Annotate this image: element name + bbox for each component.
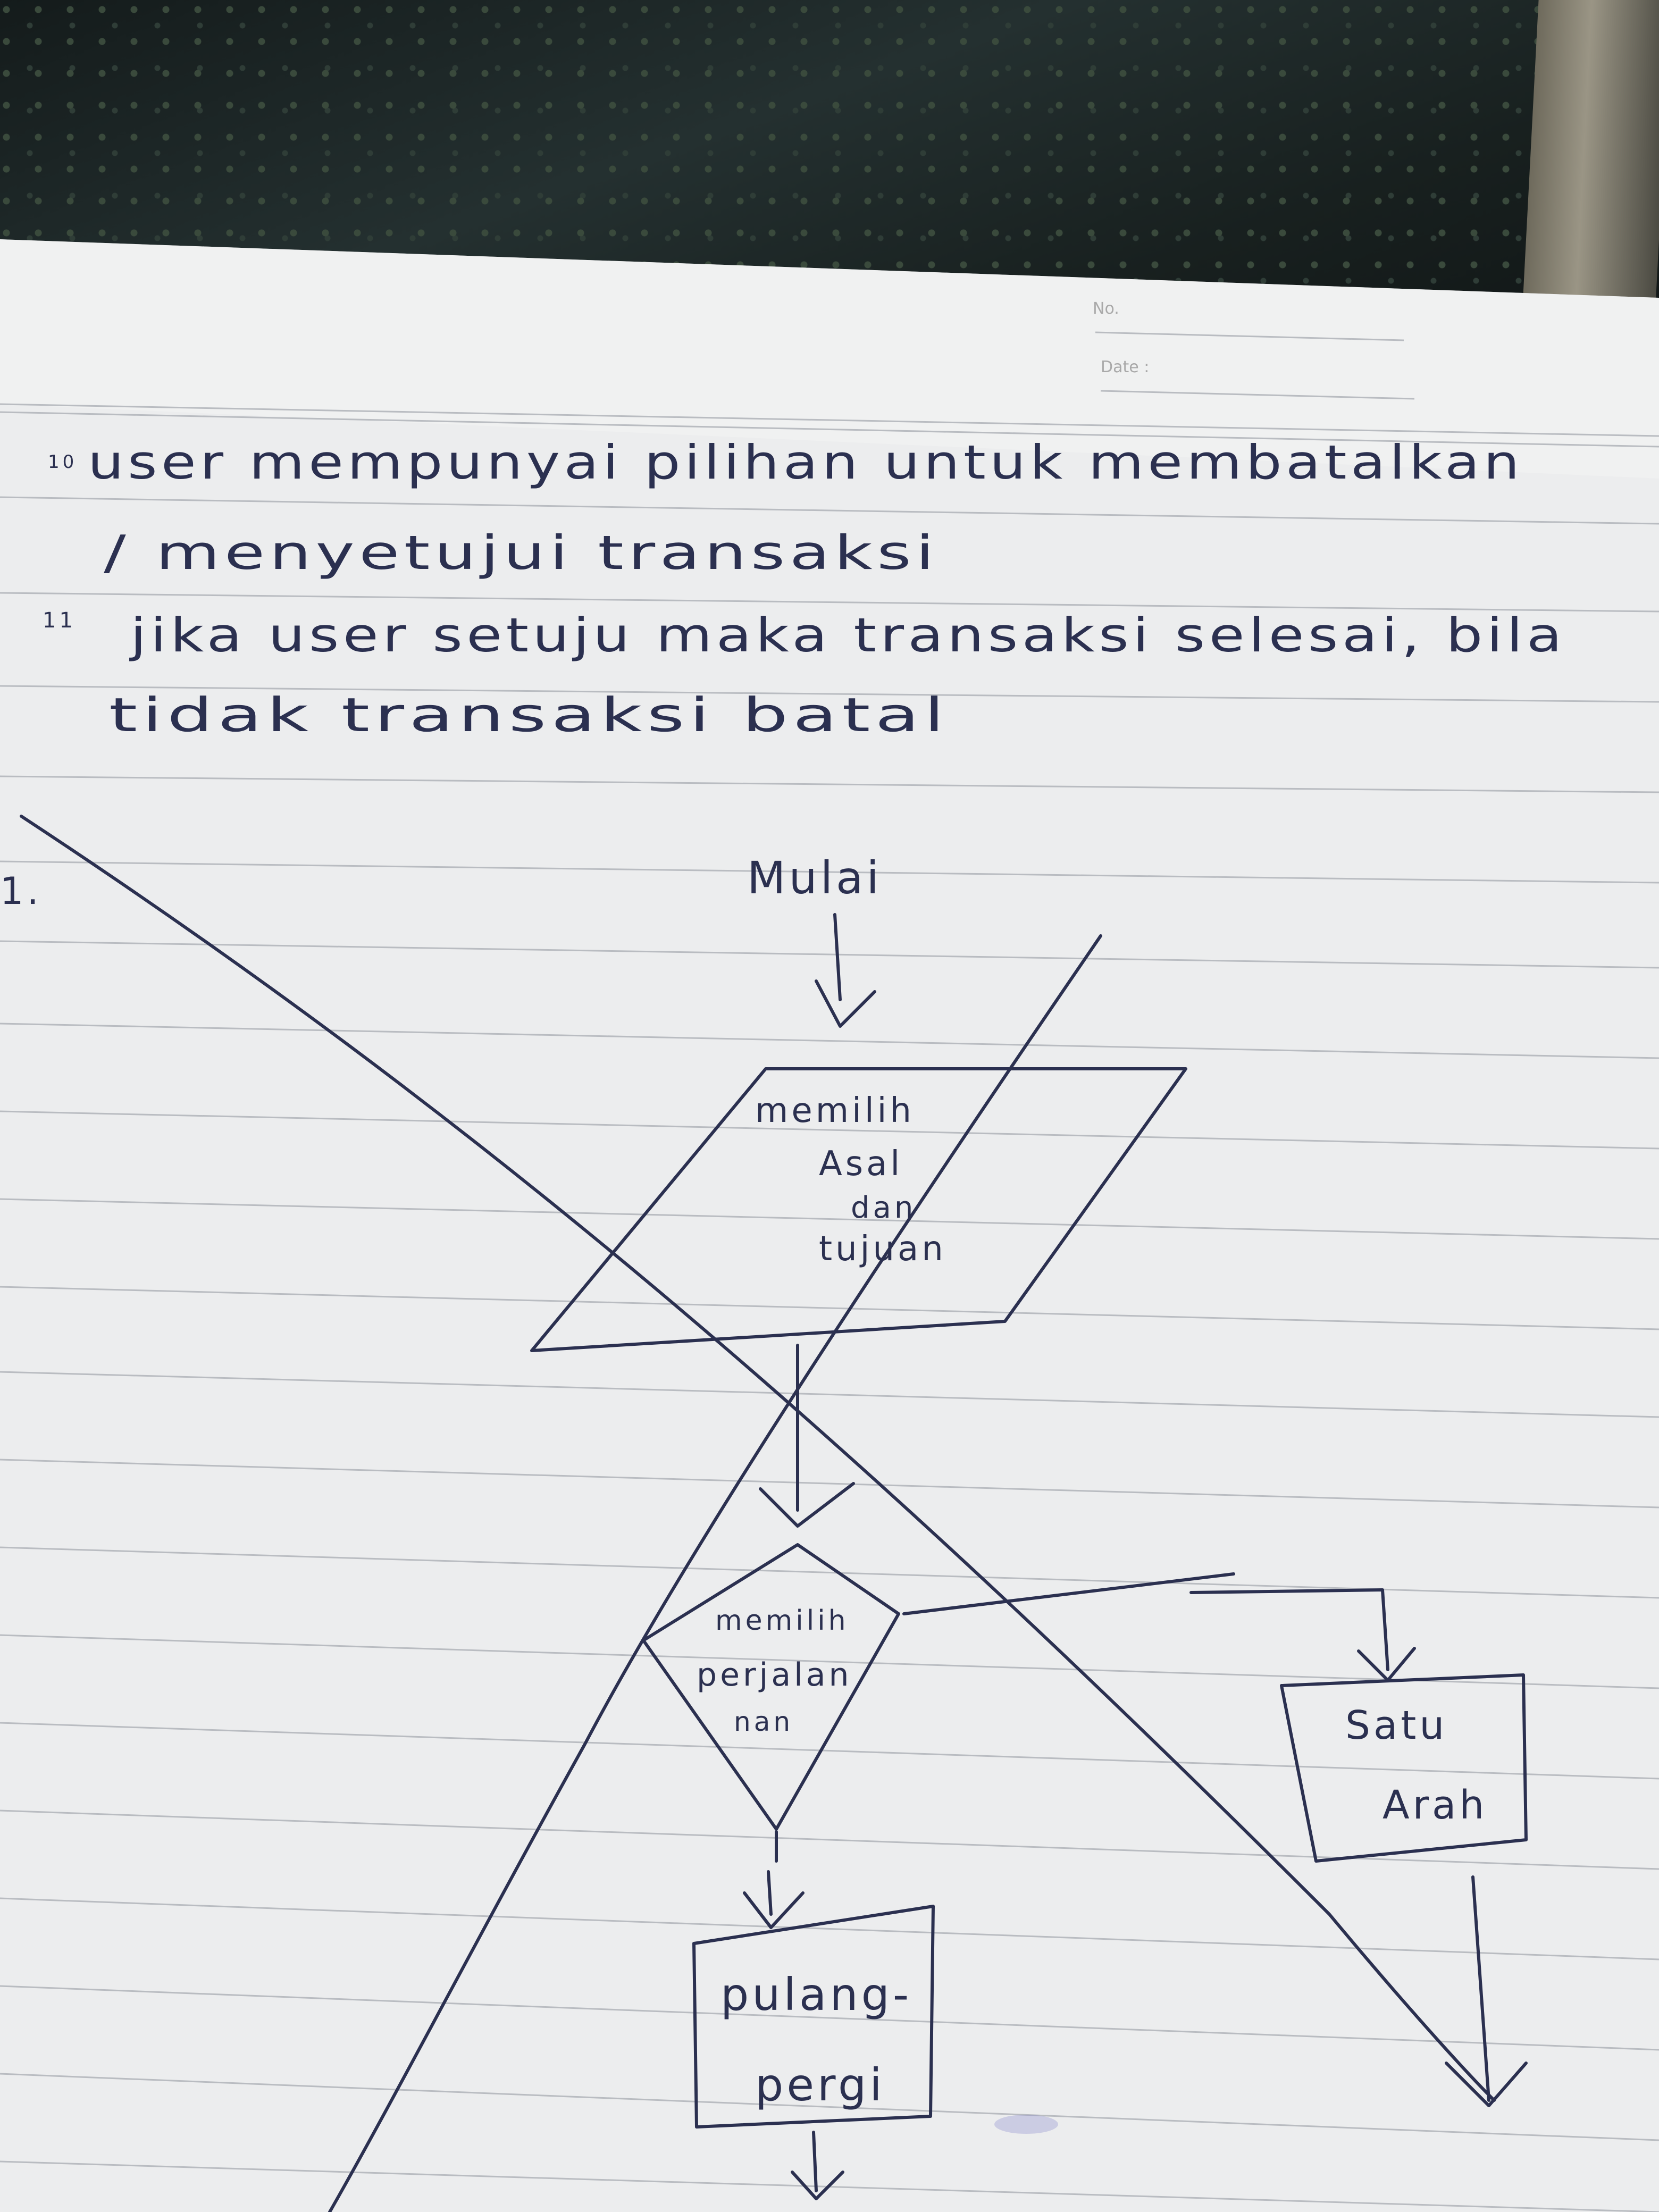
oneway-line-1: Satu xyxy=(1345,1703,1447,1748)
item11-line1: jika user setuju maka transaksi selesai,… xyxy=(129,608,1566,663)
decision-line-3: nan xyxy=(734,1706,793,1737)
arrow-input-to-decision xyxy=(759,1344,855,1528)
oneway-box xyxy=(1280,1673,1528,1863)
roundtrip-box xyxy=(692,1905,935,2129)
input-parallelogram xyxy=(530,1067,1187,1352)
decision-diamond xyxy=(642,1543,900,1831)
arrow-oneway-down xyxy=(1445,1875,1528,2107)
arrow-roundtrip-down xyxy=(791,2131,844,2200)
item10-number: 10 xyxy=(48,451,77,473)
ink-smudge xyxy=(994,2115,1058,2134)
roundtrip-line-1: pulang- xyxy=(720,1968,912,2021)
input-line-3: dan xyxy=(851,1191,916,1225)
item10-line2: / menyetujui transaksi xyxy=(104,525,939,580)
decision-line-2: perjalan xyxy=(697,1656,852,1694)
input-text: memilih Asal dan tujuan xyxy=(755,1091,946,1269)
input-line-4: tujuan xyxy=(819,1229,946,1269)
strike-line-1 xyxy=(20,815,1496,2102)
arrow-start-to-input xyxy=(815,913,876,1028)
start-label: Mulai xyxy=(747,852,882,904)
paper-shade xyxy=(0,239,1659,479)
strike-line-2 xyxy=(328,934,1102,2212)
arrow-decision-to-roundtrip xyxy=(743,1830,805,1929)
decision-line-1: memilih xyxy=(715,1605,849,1637)
ruled-lines xyxy=(0,403,1659,2212)
flowchart-number: 1. xyxy=(0,869,42,913)
oneway-line-2: Arah xyxy=(1382,1782,1487,1828)
roundtrip-line-2: pergi xyxy=(755,2059,885,2111)
input-line-2: Asal xyxy=(819,1144,903,1184)
input-line-1: memilih xyxy=(755,1091,915,1130)
date-label: Date : xyxy=(1101,358,1149,376)
no-label: No. xyxy=(1093,299,1119,318)
item11-line2: tidak transaksi batal xyxy=(109,688,949,742)
item11-number: 11 xyxy=(43,608,76,633)
decision-text: memilih perjalan nan xyxy=(697,1605,852,1737)
paper-sheet xyxy=(0,239,1659,2212)
item10-line1: user mempunyai pilihan untuk membatalkan xyxy=(88,435,1523,490)
